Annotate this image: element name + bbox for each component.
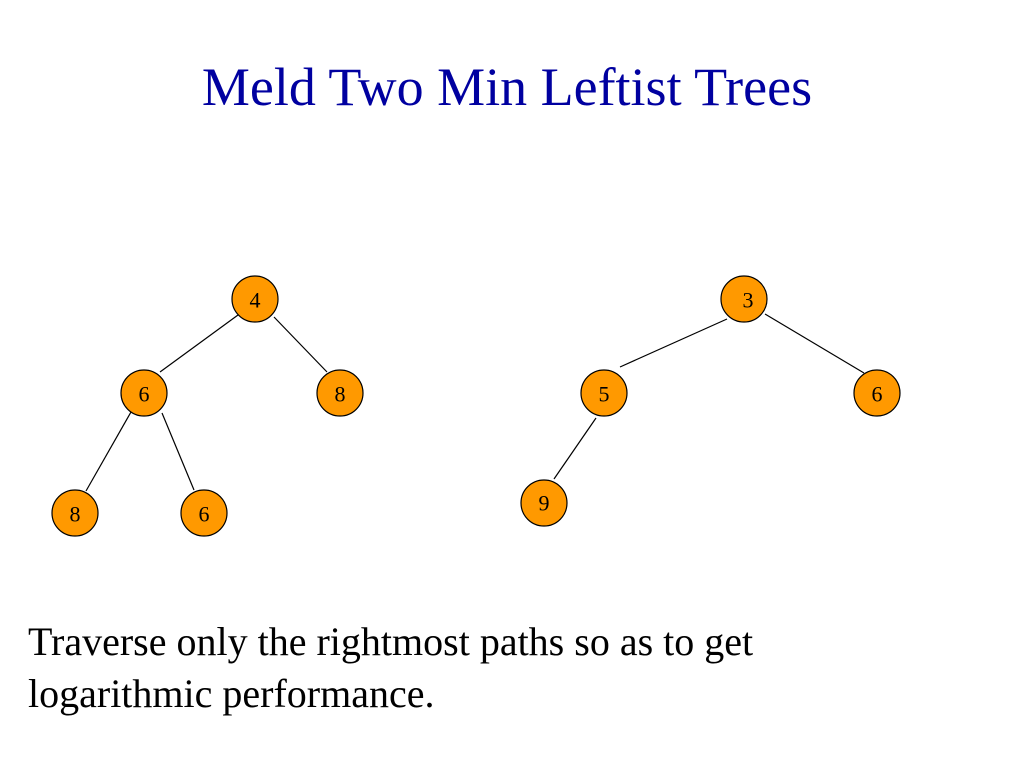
node-circle [180,489,228,537]
caption-line-2: logarithmic performance. [28,671,435,716]
tree-node: 9 [520,479,568,527]
node-label: 3 [743,288,754,313]
left-tree: 4 6 8 8 6 [51,275,364,537]
node-label: 9 [539,491,550,516]
node-circle [580,369,628,417]
right-tree-edges [553,313,865,480]
edge-3-6 [764,313,865,374]
node-label: 6 [872,382,883,407]
caption-line-1: Traverse only the rightmost paths so as … [28,619,754,664]
slide-title: Meld Two Min Leftist Trees [201,57,813,117]
edge-4-8 [273,316,328,373]
node-label: 6 [199,502,210,527]
tree-node: 6 [180,489,228,537]
node-label: 8 [70,502,81,527]
right-tree: 3 5 6 9 [520,275,901,527]
tree-node: 3 [720,275,768,323]
node-circle [51,489,99,537]
node-circle [720,275,768,323]
node-label: 6 [139,382,150,407]
edge-3-5 [619,318,728,368]
left-tree-edges [85,314,328,492]
edge-4-6 [159,314,239,373]
edge-5-9 [553,417,597,480]
edge-6-6 [161,412,195,491]
node-circle [120,369,168,417]
tree-node: 8 [316,369,364,417]
tree-node: 4 [231,275,279,323]
node-label: 8 [335,382,346,407]
node-circle [316,369,364,417]
caption: Traverse only the rightmost paths so as … [28,616,968,720]
node-label: 5 [599,382,610,407]
edge-6-8 [85,411,132,492]
tree-node: 8 [51,489,99,537]
node-circle [853,369,901,417]
tree-node: 6 [853,369,901,417]
tree-node: 6 [120,369,168,417]
node-circle [520,479,568,527]
node-label: 4 [250,288,261,313]
node-circle [231,275,279,323]
tree-node: 5 [580,369,628,417]
